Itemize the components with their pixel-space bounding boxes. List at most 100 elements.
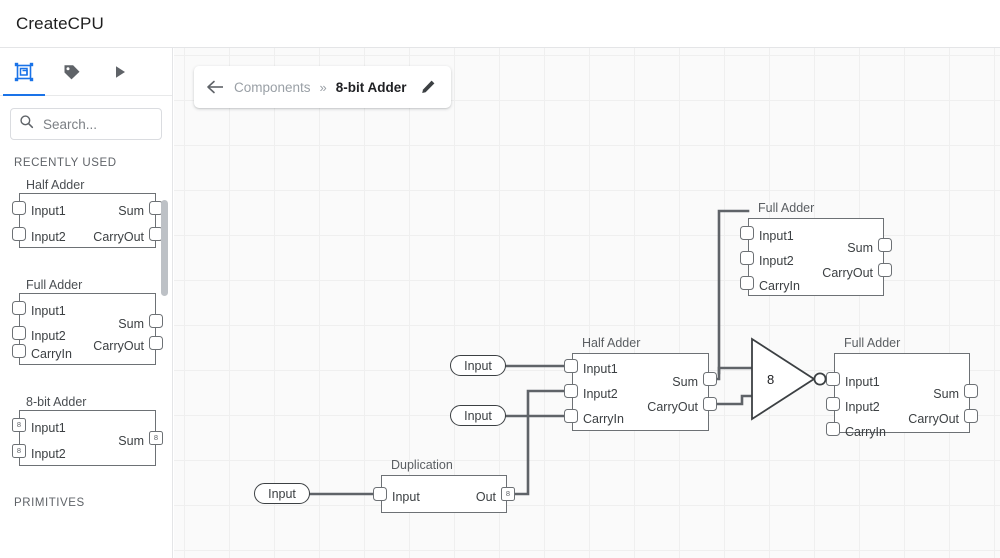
pin-input1[interactable] xyxy=(826,372,840,386)
section-primitives: PRIMITIVES xyxy=(14,497,85,509)
wire-ha-sum-fa-top-input2 xyxy=(717,209,750,375)
pin-input1[interactable] xyxy=(564,359,578,373)
io-input-label: Input xyxy=(464,358,492,373)
pin-label-input2: Input2 xyxy=(31,329,66,343)
buffer-gate-label: 8 xyxy=(767,372,775,387)
page-title: CreateCPU xyxy=(16,13,104,33)
pin-label-sum: Sum xyxy=(118,204,144,218)
pin-input[interactable] xyxy=(373,487,387,501)
pin-sum[interactable] xyxy=(149,314,163,328)
pin-label-input1: Input1 xyxy=(31,421,66,435)
pin-label-sum: Sum xyxy=(933,387,959,401)
io-input-pill-3[interactable]: Input xyxy=(254,483,310,504)
pin-sum[interactable] xyxy=(703,372,717,386)
node-full-adder-top[interactable]: Full Adder Input1 Input2 CarryIn Sum Car… xyxy=(740,201,892,296)
palette-component-box: Input1 Input2 CarryIn Sum CarryOut xyxy=(12,293,163,365)
tag-icon xyxy=(62,62,82,82)
node-body xyxy=(748,218,884,296)
node-title: Duplication xyxy=(391,458,453,472)
back-arrow-icon[interactable] xyxy=(206,79,225,95)
pin-label-carryout: CarryOut xyxy=(908,412,959,426)
pin-label-sum: Sum xyxy=(118,317,144,331)
pin-label-input1: Input1 xyxy=(31,304,66,318)
sidebar-scrollbar-thumb[interactable] xyxy=(161,200,168,296)
io-input-pill-1[interactable]: Input xyxy=(450,355,506,376)
pin-out[interactable]: 8 xyxy=(501,487,515,501)
node-duplication[interactable]: Duplication Input 8 Out xyxy=(373,458,515,513)
pin-label-input2: Input2 xyxy=(31,447,66,461)
pin-label-input1: Input1 xyxy=(583,362,618,376)
pin-label-input2: Input2 xyxy=(845,400,880,414)
pin-carryout[interactable] xyxy=(703,397,717,411)
io-input-label: Input xyxy=(464,408,492,423)
pin-input1[interactable] xyxy=(12,301,26,315)
pin-label-out: Out xyxy=(475,490,496,504)
pin-carryin[interactable] xyxy=(12,344,26,358)
wire-ha-carryout-buffer xyxy=(707,394,754,406)
search-field[interactable] xyxy=(10,108,162,140)
pin-sum[interactable] xyxy=(964,384,978,398)
pin-label-sum: Sum xyxy=(672,375,698,389)
pencil-icon[interactable] xyxy=(420,79,436,95)
pin-input2[interactable] xyxy=(740,251,754,265)
pin-input1[interactable] xyxy=(740,226,754,240)
palette-item-half-adder[interactable]: Half Adder Input1 Input2 Sum CarryOut xyxy=(0,178,172,248)
node-full-adder-right[interactable]: Full Adder Input1 Input2 CarryIn Sum Car… xyxy=(826,336,978,438)
play-icon xyxy=(111,63,129,81)
pin-carryin[interactable] xyxy=(826,422,840,436)
palette-item-8bit-adder[interactable]: 8-bit Adder 8 Input1 8 Input2 8 Sum xyxy=(0,395,172,466)
pin-label-input: Input xyxy=(392,490,420,504)
pin-input2[interactable] xyxy=(12,326,26,340)
sidebar: RECENTLY USED Half Adder Input1 Input2 S… xyxy=(0,48,173,558)
pin-carryin[interactable] xyxy=(740,276,754,290)
breadcrumb-parent[interactable]: Components xyxy=(234,79,311,95)
pin-input2[interactable] xyxy=(826,397,840,411)
palette-component-box: Input1 Input2 Sum CarryOut xyxy=(12,193,163,248)
pin-input2[interactable] xyxy=(12,227,26,241)
search-input[interactable] xyxy=(41,115,153,133)
breadcrumb-separator: » xyxy=(319,79,327,95)
pin-label-carryout: CarryOut xyxy=(822,266,873,280)
pin-label-carryin: CarryIn xyxy=(583,412,624,426)
wire-layer xyxy=(308,209,836,496)
buffer-gate[interactable] xyxy=(750,336,828,422)
pin-label-input1: Input1 xyxy=(845,375,880,389)
node-body xyxy=(834,353,970,433)
pin-carryout[interactable] xyxy=(878,263,892,277)
pin-input1[interactable]: 8 xyxy=(12,418,26,432)
pin-carryin[interactable] xyxy=(564,409,578,423)
tab-components[interactable] xyxy=(0,48,48,96)
palette-item-title: Full Adder xyxy=(26,278,83,292)
sidebar-scrollbar[interactable] xyxy=(161,96,170,558)
pin-input1[interactable] xyxy=(12,201,26,215)
pin-label-sum: Sum xyxy=(118,434,144,448)
breadcrumb-current: 8-bit Adder xyxy=(335,79,407,95)
pin-input2[interactable] xyxy=(564,384,578,398)
pin-sum[interactable]: 8 xyxy=(149,431,163,445)
pin-carryout[interactable] xyxy=(149,336,163,350)
palette-item-title: Half Adder xyxy=(26,178,85,192)
pin-label-carryout: CarryOut xyxy=(93,339,144,353)
pin-sum[interactable] xyxy=(878,238,892,252)
breadcrumb: Components » 8-bit Adder xyxy=(194,66,451,108)
pin-carryout[interactable] xyxy=(964,409,978,423)
section-recently-used: RECENTLY USED xyxy=(14,157,117,169)
node-body xyxy=(381,475,507,513)
io-input-label: Input xyxy=(268,486,296,501)
node-title: Full Adder xyxy=(844,336,901,350)
node-half-adder[interactable]: Half Adder Input1 Input2 CarryIn Sum Car… xyxy=(564,336,717,431)
pin-label-input2: Input2 xyxy=(759,254,794,268)
app-header: CreateCPU xyxy=(0,0,1000,48)
tab-labels[interactable] xyxy=(48,48,96,95)
palette-item-full-adder[interactable]: Full Adder Input1 Input2 CarryIn Sum Car… xyxy=(0,278,172,365)
pin-label-carryout: CarryOut xyxy=(647,400,698,414)
sidebar-tabbar xyxy=(0,48,172,96)
io-input-pill-2[interactable]: Input xyxy=(450,405,506,426)
palette-component-box: 8 Input1 8 Input2 8 Sum xyxy=(12,410,163,466)
pin-label-carryin: CarryIn xyxy=(845,425,886,439)
tab-run[interactable] xyxy=(96,48,144,95)
pin-input2[interactable]: 8 xyxy=(12,444,26,458)
pin-label-input1: Input1 xyxy=(31,204,66,218)
circuit-canvas[interactable]: Full Adder Input1 Input2 CarryIn Sum Car… xyxy=(174,48,1000,558)
